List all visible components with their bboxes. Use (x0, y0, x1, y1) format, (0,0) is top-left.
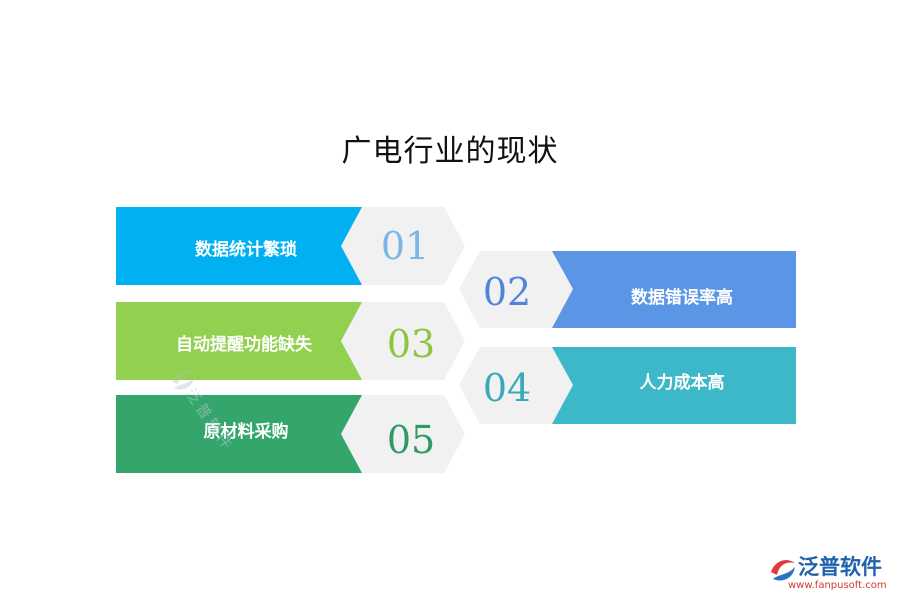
label-05: 原材料采购 (203, 422, 289, 442)
number-04: 04 (482, 366, 532, 410)
number-02: 02 (482, 270, 532, 314)
hex-03 (341, 302, 465, 380)
band-03 (116, 302, 378, 380)
band-04 (544, 347, 796, 424)
band-05 (116, 395, 378, 473)
band-01 (116, 207, 378, 285)
label-03: 自动提醒功能缺失 (176, 335, 312, 355)
hex-01 (341, 207, 465, 285)
page-title: 广电行业的现状 (341, 134, 559, 169)
label-04: 人力成本高 (639, 373, 725, 393)
brand-logo: 泛普软件 www.fanpusoft.com (768, 548, 894, 596)
number-05: 05 (386, 418, 436, 462)
label-01: 数据统计繁琐 (195, 240, 297, 260)
band-02 (544, 251, 796, 328)
number-01: 01 (380, 224, 430, 268)
label-02: 数据错误率高 (631, 288, 733, 308)
watermark-icon (172, 370, 194, 390)
hex-04 (459, 347, 573, 424)
brand-logo-url: www.fanpusoft.com (788, 580, 887, 591)
hex-02 (459, 251, 573, 328)
hex-05 (341, 395, 465, 473)
brand-logo-name: 泛普软件 (798, 555, 882, 579)
brand-logo-icon (771, 560, 795, 581)
number-03: 03 (386, 322, 436, 366)
